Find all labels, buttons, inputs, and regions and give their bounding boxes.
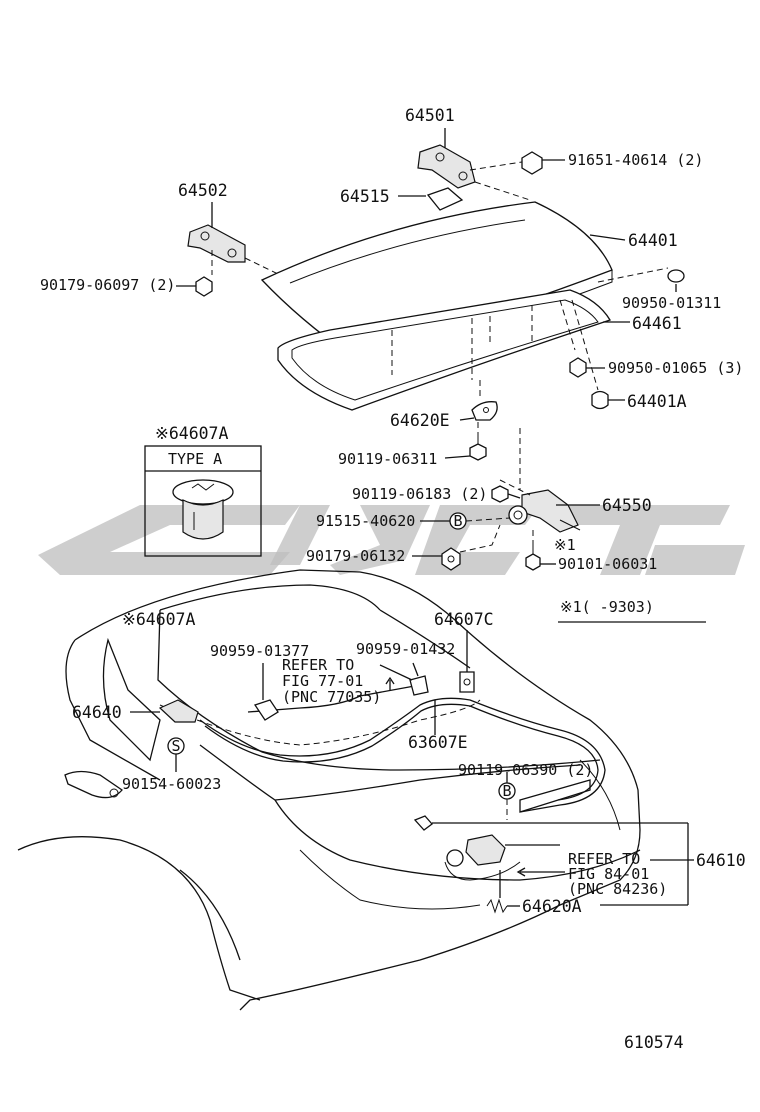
svg-text:S: S: [171, 737, 180, 755]
refer1-line2: FIG 77-01: [282, 672, 363, 690]
label-63607E: 63607E: [408, 733, 468, 752]
car-body-outline: [17, 569, 641, 1011]
lever-64640-part: [158, 699, 199, 723]
cover-90154-part: [64, 770, 123, 799]
note-text: ※1( -9303): [560, 598, 654, 616]
label-90950b: 90950-01065 (3): [608, 359, 743, 377]
label-64550: 64550: [602, 496, 652, 515]
marker-b-top: B: [449, 512, 467, 530]
nut-90179a-part: [195, 276, 213, 297]
inset-type: TYPE A: [168, 450, 222, 468]
inset-box: [144, 445, 262, 557]
cushion-64401A-part: [591, 390, 609, 410]
label-64461: 64461: [632, 314, 682, 333]
label-90101: 90101-06031: [558, 555, 657, 573]
weatherstrip-64461-part: [277, 289, 611, 411]
inset-title: ※64607A: [155, 424, 228, 443]
figure-number: 610574: [624, 1033, 684, 1052]
label-90119c: 90119-06390 (2): [458, 761, 593, 779]
label-90179a: 90179-06097 (2): [40, 276, 175, 294]
label-64501: 64501: [405, 106, 455, 125]
label-90154: 90154-60023: [122, 775, 221, 793]
bolt-90101-part: [525, 540, 541, 571]
refer2-line1: REFER TO: [568, 850, 640, 868]
label-64401: 64401: [628, 231, 678, 250]
label-90959b: 90959-01432: [356, 640, 455, 658]
note-mark-1: ※1: [554, 536, 576, 554]
label-91515: 91515-40620: [316, 512, 415, 530]
refer1-line3: (PNC 77035): [282, 688, 381, 706]
refer2-line3: (PNC 84236): [568, 880, 667, 898]
part-64607C: [459, 671, 475, 693]
label-64401A: 64401A: [627, 392, 687, 411]
spring-64620A-part: [486, 898, 508, 914]
marker-b-bottom: B: [498, 782, 516, 800]
cable-63607E-part: [199, 684, 606, 813]
bolt-91651-part: [521, 151, 543, 175]
label-64610: 64610: [696, 851, 746, 870]
label-90950a: 90950-01311: [622, 294, 721, 312]
refer2-line2: FIG 84-01: [568, 865, 649, 883]
marker-s: S: [167, 737, 185, 755]
label-90179b: 90179-06132: [306, 547, 405, 565]
bolt-90119a-part: [469, 436, 487, 461]
clamp-90959a-part: [253, 699, 279, 721]
label-64502: 64502: [178, 181, 228, 200]
refer1-line1: REFER TO: [282, 656, 354, 674]
lock-64550-part: [508, 489, 581, 533]
label-90119b: 90119-06183 (2): [352, 485, 487, 503]
label-91651: 91651-40614 (2): [568, 151, 703, 169]
label-90959a: 90959-01377: [210, 642, 309, 660]
plug-90950a-part: [667, 269, 685, 283]
label-64640: 64640: [72, 703, 122, 722]
hinge-64501-part: [417, 144, 476, 189]
grommet-90950b-part: [569, 357, 587, 378]
bolt-90119b-part: [491, 485, 509, 503]
svg-text:B: B: [502, 782, 511, 800]
label-64607A: ※64607A: [122, 610, 195, 629]
label-90119a: 90119-06311: [338, 450, 437, 468]
part-labels: 64501 91651-40614 (2) 64502 64515 64401 …: [40, 106, 746, 1052]
label-64607C: 64607C: [434, 610, 494, 629]
striker-64620E-part: [471, 401, 498, 421]
svg-text:B: B: [453, 512, 462, 530]
hinge-64502-part: [187, 224, 246, 263]
latch-64610-part: [413, 815, 521, 881]
label-64620E: 64620E: [390, 411, 450, 430]
label-64620A: 64620A: [522, 897, 582, 916]
clamp-90959b-part: [409, 675, 429, 696]
shim-64515-part: [426, 187, 464, 211]
label-64515: 64515: [340, 187, 390, 206]
nut-90179b-part: [441, 547, 461, 571]
